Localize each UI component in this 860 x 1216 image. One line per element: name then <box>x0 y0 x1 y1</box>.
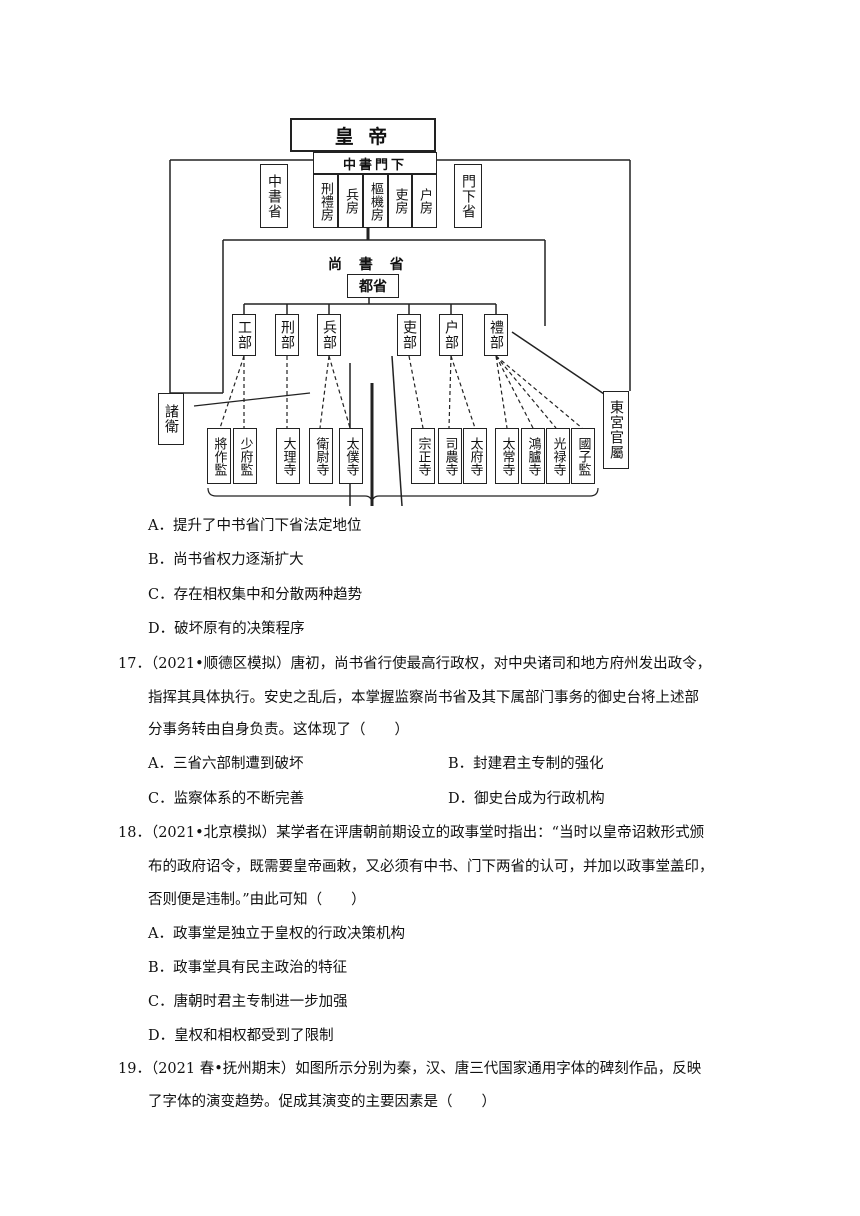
room-label: 户房 <box>417 188 432 214</box>
office-box: 衛尉寺 <box>309 428 333 484</box>
zhongshu-menxia-label: 中書門下 <box>342 157 407 173</box>
q18-option-c: C．唐朝时君主专制进一步加强 <box>148 994 348 1010</box>
diagram-connector-lines <box>169 159 631 507</box>
office-box: 將作監 <box>207 428 231 484</box>
ministry-label: 户部 <box>443 320 459 350</box>
q17-option-a: A．三省六部制遭到破坏 <box>148 756 304 772</box>
room-label: 兵房 <box>343 188 358 214</box>
donggong-label: 東宮官屬 <box>608 400 624 460</box>
room-label: 吏房 <box>392 188 408 214</box>
ministry-box: 工部 <box>232 314 256 356</box>
q17-option-d: D．御史台成为行政机构 <box>448 791 605 807</box>
ministry-box: 吏部 <box>397 314 421 356</box>
menxia-sheng-box: 門下省 <box>454 164 482 228</box>
office-box: 太府寺 <box>463 428 487 484</box>
q19-stem-line-1: 19．（2021 春•抚州期末）如图所示分别为秦，汉、唐三代国家通用字体的碑刻作… <box>118 1061 702 1077</box>
zhongshu-sheng-box: 中書省 <box>260 164 288 228</box>
zhuwei-box: 諸衛 <box>158 393 184 445</box>
office-label: 太常寺 <box>499 436 515 476</box>
ministry-box: 兵部 <box>317 314 341 356</box>
q16-option-a: A．提升了中书省门下省法定地位 <box>148 518 362 534</box>
q18-option-a: A．政事堂是独立于皇权的行政决策机构 <box>148 926 405 942</box>
government-structure-diagram: 皇 帝 中書門下 刑禮房 兵房 樞機房 吏房 户房 中書省 門下省 尚 書 省 … <box>150 108 650 508</box>
office-box: 司農寺 <box>438 428 462 484</box>
room-box: 刑禮房 <box>313 174 338 228</box>
donggong-box: 東宮官屬 <box>603 391 629 469</box>
q18-option-b: B．政事堂具有民主政治的特征 <box>148 960 348 976</box>
office-box: 宗正寺 <box>411 428 435 484</box>
office-label: 少府監 <box>237 436 253 476</box>
ministry-label: 刑部 <box>279 320 295 350</box>
room-label: 刑禮房 <box>318 181 333 221</box>
office-label: 將作監 <box>211 436 227 476</box>
q17-stem-line-3: 分事务转由自身负责。这体现了（ ） <box>148 722 409 738</box>
dusheng-box: 都省 <box>347 274 399 298</box>
office-label: 大理寺 <box>280 436 296 476</box>
ministry-box: 刑部 <box>275 314 299 356</box>
office-label: 國子監 <box>575 436 591 476</box>
q16-option-b: B．尚书省权力逐渐扩大 <box>148 552 304 568</box>
q16-option-d: D．破坏原有的决策程序 <box>148 621 305 637</box>
ministry-label: 工部 <box>236 320 252 350</box>
office-label: 太僕寺 <box>343 436 359 476</box>
room-box: 吏房 <box>388 174 412 228</box>
q17-option-c: C．监察体系的不断完善 <box>148 791 305 807</box>
office-box: 國子監 <box>571 428 595 484</box>
office-label: 太府寺 <box>467 436 483 476</box>
zhuwei-label: 諸衛 <box>163 404 179 434</box>
office-box: 鴻臚寺 <box>521 428 545 484</box>
ministry-label: 吏部 <box>401 320 417 350</box>
q18-option-d: D．皇权和相权都受到了限制 <box>148 1028 334 1044</box>
room-box: 樞機房 <box>363 174 388 228</box>
zhongshu-menxia-box: 中書門下 <box>313 152 437 174</box>
dusheng-label: 都省 <box>359 279 387 295</box>
q18-stem-line-3: 否则便是违制。”由此可知（ ） <box>148 892 366 908</box>
office-label: 司農寺 <box>442 436 458 476</box>
shangshu-sheng-label: 尚 書 省 <box>328 257 410 273</box>
q17-stem-line-1: 17．（2021•顺德区模拟）唐初，尚书省行使最高行政权，对中央诸司和地方府州发… <box>118 656 712 672</box>
ministry-box: 户部 <box>439 314 463 356</box>
office-box: 光禄寺 <box>546 428 570 484</box>
q17-stem-line-2: 指挥其具体执行。安史之乱后，本掌握监察尚书省及其下属部门事务的御史台将上述部 <box>148 690 699 706</box>
office-box: 太常寺 <box>495 428 519 484</box>
q16-option-c: C．存在相权集中和分散两种趋势 <box>148 587 363 603</box>
ministry-label: 禮部 <box>488 320 504 350</box>
q18-stem-line-1: 18．（2021•北京模拟）某学者在评唐朝前期设立的政事堂时指出：“当时以皇帝诏… <box>118 825 705 841</box>
q17-option-b: B．封建君主专制的强化 <box>448 756 604 772</box>
room-label: 樞機房 <box>368 181 383 221</box>
room-box: 户房 <box>412 174 437 228</box>
office-label: 光禄寺 <box>550 436 566 476</box>
office-box: 太僕寺 <box>339 428 363 484</box>
q18-stem-line-2: 布的政府诏令，既需要皇帝画敕，又必须有中书、门下两省的认可，并加以政事堂盖印， <box>148 859 714 875</box>
q19-stem-line-2: 了字体的演变趋势。促成其演变的主要因素是（ ） <box>148 1094 496 1110</box>
ministry-box: 禮部 <box>484 314 508 356</box>
menxia-sheng-label: 門下省 <box>460 173 476 219</box>
office-label: 衛尉寺 <box>313 436 329 476</box>
ministry-label: 兵部 <box>321 320 337 350</box>
room-box: 兵房 <box>338 174 363 228</box>
office-label: 鴻臚寺 <box>525 436 541 476</box>
office-box: 大理寺 <box>276 428 300 484</box>
office-box: 少府監 <box>233 428 257 484</box>
emperor-label: 皇 帝 <box>334 125 392 148</box>
zhongshu-sheng-label: 中書省 <box>266 173 282 219</box>
office-label: 宗正寺 <box>415 436 431 476</box>
emperor-box: 皇 帝 <box>290 118 436 152</box>
